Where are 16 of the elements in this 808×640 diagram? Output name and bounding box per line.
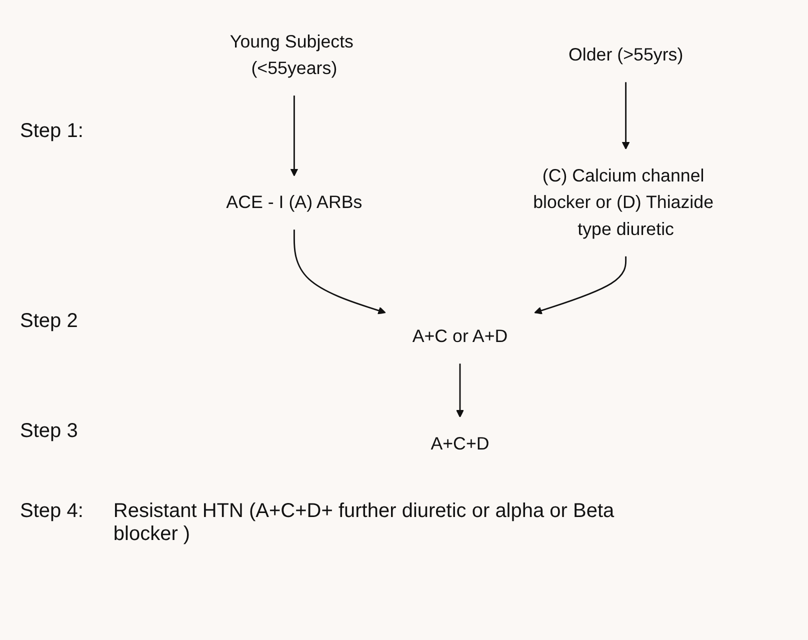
step-label: Step 4: [20,500,84,524]
node-text: ACE - I (A) ARBs [226,192,362,213]
arrow [290,96,298,176]
step-label: Step 3 [20,420,78,443]
node-text: A+C or A+D [412,326,508,347]
arrow [456,364,464,418]
node-text: (C) Calcium channel blocker or (D) Thiazide type diuretic [533,166,714,240]
note-text: Resistant HTN (A+C+D+ further diuretic or alpha or Beta blocker ) [113,500,616,546]
arrow [622,82,630,150]
step-label: Step 2 [20,310,78,333]
node-text: A+C+D [430,434,490,454]
step-label: Step 1: [20,120,84,143]
arrow [293,230,386,314]
node-text: Older (>55yrs) [568,46,684,66]
node-text: Young Subjects (<55years) [230,32,354,79]
arrow [534,256,627,314]
